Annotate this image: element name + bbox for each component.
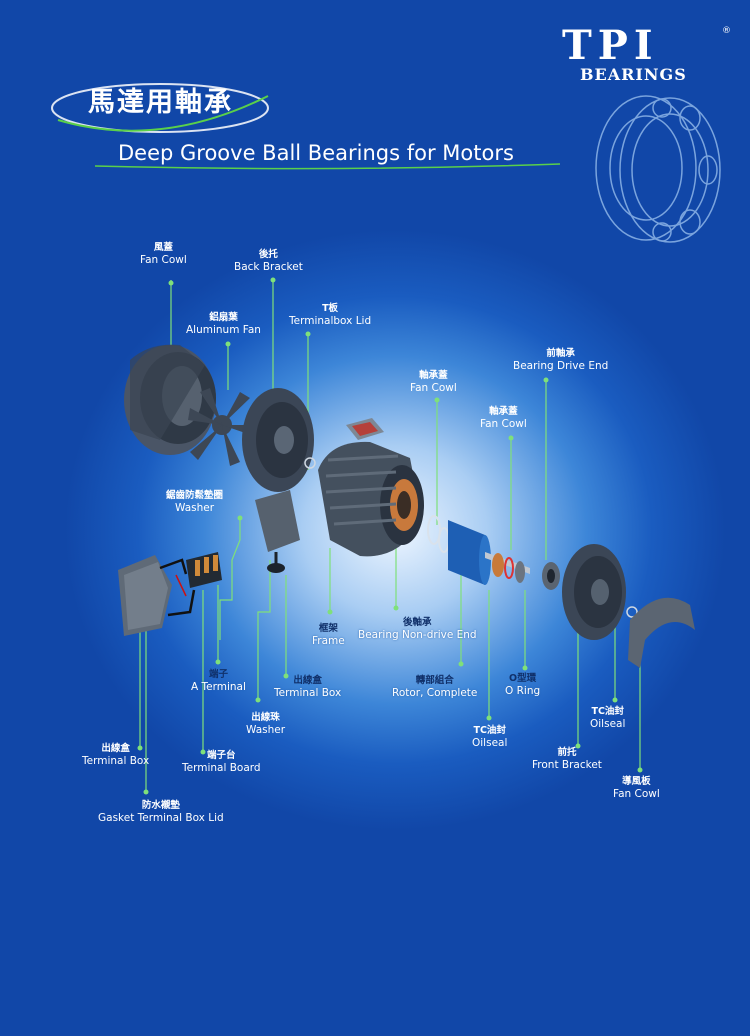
part-fan-cowl-rear <box>124 344 216 455</box>
part-bearing-drive-end <box>542 562 560 590</box>
part-front-bracket <box>562 544 638 640</box>
part-washer-rings <box>427 515 450 553</box>
part-terminalbox-lid <box>346 418 384 440</box>
title-underline <box>94 163 561 170</box>
title-chinese: 馬達用軸承 <box>88 87 233 118</box>
bearing-outline-icon <box>595 95 721 243</box>
part-terminal-board <box>186 552 222 588</box>
brand-name: TPI <box>562 22 659 69</box>
title-swoosh-green <box>57 95 269 132</box>
label-bearing-non-drive-end: 後軸承 Bearing Non-drive End <box>358 617 477 641</box>
registered-mark: ® <box>722 26 731 36</box>
part-fan-cowl-front <box>628 597 695 668</box>
part-back-bracket <box>242 388 316 492</box>
part-terminal-box-stand <box>255 490 300 573</box>
title-swoosh <box>51 83 269 133</box>
brand-sub: BEARINGS <box>580 65 687 84</box>
part-aluminum-fan <box>188 388 258 466</box>
title-english: Deep Groove Ball Bearings for Motors <box>118 141 514 165</box>
part-wiring <box>159 558 196 617</box>
leader-dots <box>137 277 643 795</box>
part-rotor <box>448 520 530 585</box>
part-terminal-box <box>118 555 172 636</box>
brand-logo: TPI ® BEARINGS <box>562 26 732 86</box>
leader-lines <box>139 280 641 792</box>
part-frame <box>318 441 424 557</box>
